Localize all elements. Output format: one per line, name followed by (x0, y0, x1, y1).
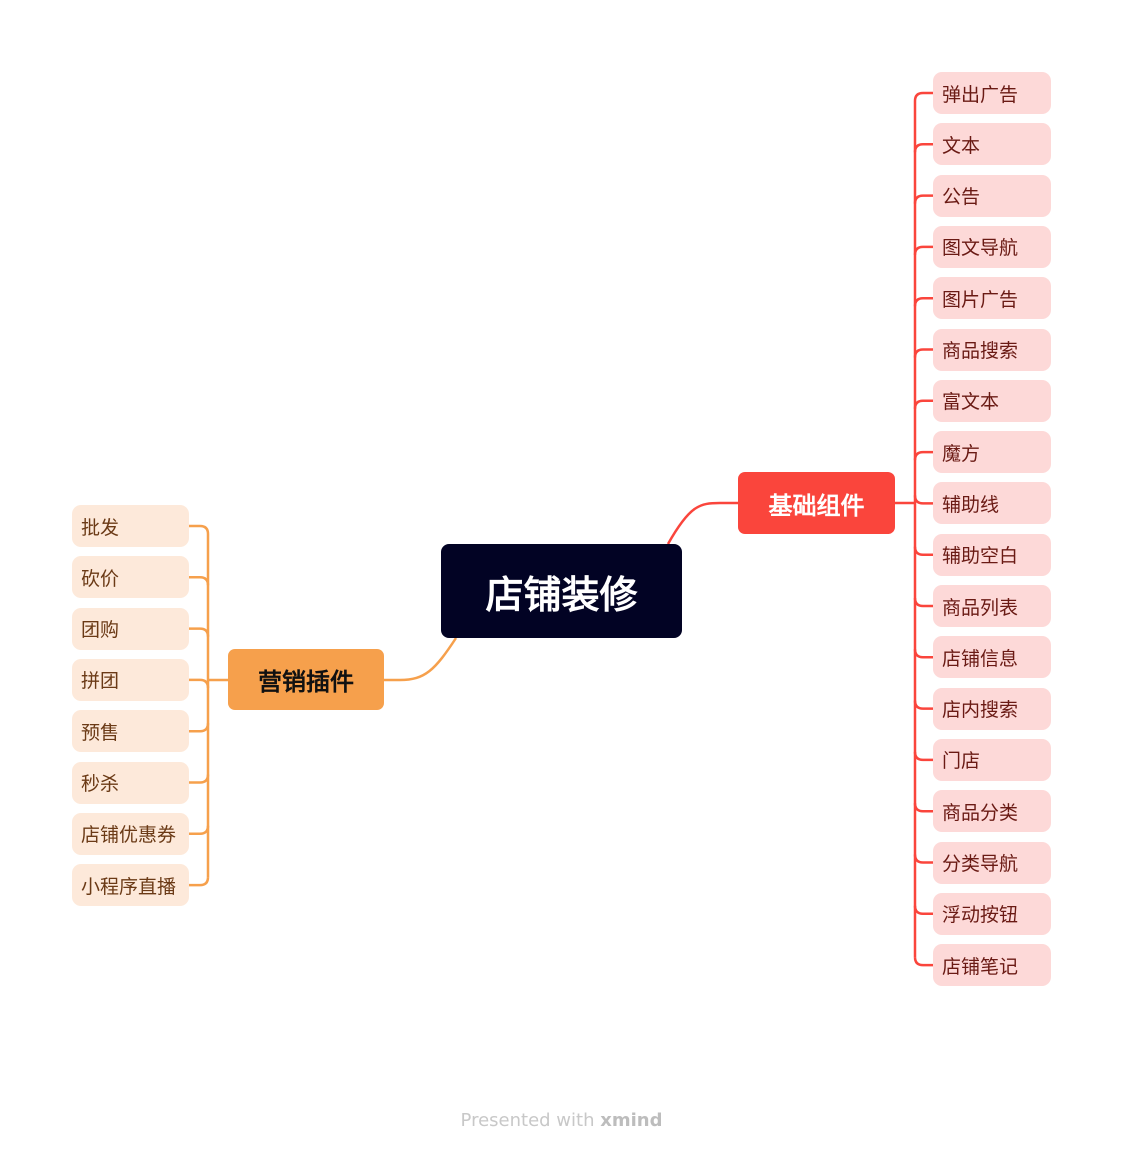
leaf-basic-item[interactable]: 文本 (933, 123, 1051, 166)
leaf-connector (189, 723, 210, 733)
leaf-connector (913, 143, 933, 153)
leaf-connector (189, 524, 210, 535)
leaf-basic-item[interactable]: 浮动按钮 (933, 892, 1051, 935)
root-to-basic-connector (666, 501, 738, 545)
leaf-connector (913, 649, 933, 659)
root-to-marketing-connector (384, 637, 458, 682)
leaf-connector (913, 399, 933, 409)
leaf-basic-item[interactable]: 分类导航 (933, 841, 1051, 884)
leaf-basic-item[interactable]: 店铺信息 (933, 636, 1051, 679)
leaf-marketing-item[interactable]: 秒杀 (72, 761, 189, 804)
root-topic[interactable]: 店铺装修 (441, 544, 682, 638)
footer-prefix: Presented with (460, 1110, 595, 1131)
leaf-basic-item[interactable]: 弹出广告 (933, 72, 1051, 114)
leaf-basic-item[interactable]: 图文导航 (933, 225, 1051, 268)
leaf-label: 店铺优惠券 (81, 824, 177, 847)
leaf-connector (913, 751, 933, 762)
leaf-basic-item[interactable]: 商品分类 (933, 790, 1051, 833)
leaf-label: 弹出广告 (942, 83, 1019, 106)
leaf-connector (913, 296, 933, 307)
leaf-basic-item[interactable]: 魔方 (933, 431, 1051, 474)
leaf-basic-item[interactable]: 公告 (933, 174, 1051, 217)
leaf-connector (913, 194, 933, 204)
leaf-connector (913, 245, 933, 255)
leaf-connector (913, 803, 933, 813)
leaf-label: 预售 (81, 721, 120, 744)
leaf-connector (189, 877, 210, 887)
leaf-label: 魔方 (942, 442, 981, 465)
branch-basic-components[interactable]: 基础组件 (738, 472, 895, 534)
leaf-connector (913, 450, 933, 461)
root-label: 店铺装修 (485, 572, 638, 617)
leaf-label: 团购 (81, 619, 120, 642)
leaf-label: 浮动按钮 (942, 904, 1019, 927)
leaf-connector (913, 91, 933, 102)
leaf-marketing-item[interactable]: 批发 (72, 505, 189, 547)
leaf-label: 商品列表 (942, 596, 1019, 619)
leaf-label: 辅助空白 (942, 545, 1019, 568)
leaf-label: 小程序直播 (81, 875, 177, 898)
leaf-marketing-item[interactable]: 店铺优惠券 (72, 812, 189, 855)
branch-label: 营销插件 (258, 668, 354, 696)
leaf-connector (913, 957, 933, 967)
leaf-basic-item[interactable]: 商品搜索 (933, 328, 1051, 371)
leaf-connector (913, 854, 933, 864)
leaf-basic-item[interactable]: 店内搜索 (933, 687, 1051, 730)
leaf-connector (913, 597, 933, 608)
leaf-label: 辅助线 (942, 493, 1000, 516)
leaf-label: 砍价 (81, 567, 120, 590)
xmind-logo: xmind (600, 1110, 663, 1131)
leaf-label: 店内搜索 (942, 699, 1019, 722)
leaf-basic-item[interactable]: 门店 (933, 738, 1051, 781)
leaf-label: 批发 (81, 516, 120, 539)
branch-marketing-plugins[interactable]: 营销插件 (228, 649, 384, 710)
branch-label: 基础组件 (768, 491, 865, 520)
leaf-basic-item[interactable]: 富文本 (933, 379, 1051, 422)
leaf-label: 图片广告 (942, 288, 1019, 311)
footer-credit: Presented with xmind (0, 1110, 1123, 1131)
leaf-marketing-item[interactable]: 小程序直播 (72, 864, 189, 907)
leaf-connector (189, 774, 210, 784)
leaf-connector (189, 678, 210, 688)
leaf-connector (913, 546, 933, 556)
leaf-label: 富文本 (942, 391, 1000, 414)
leaf-label: 商品分类 (942, 801, 1019, 824)
leaf-basic-item[interactable]: 图片广告 (933, 277, 1051, 320)
leaf-marketing-item[interactable]: 团购 (72, 607, 189, 650)
leaf-marketing-item[interactable]: 拼团 (72, 658, 189, 701)
leaf-connector (913, 905, 933, 916)
leaf-basic-item[interactable]: 店铺笔记 (933, 944, 1051, 987)
leaf-label: 秒杀 (81, 773, 120, 795)
leaf-marketing-item[interactable]: 预售 (72, 710, 189, 753)
leaf-label: 商品搜索 (942, 340, 1019, 362)
leaf-basic-item[interactable]: 辅助空白 (933, 533, 1051, 576)
leaf-label: 拼团 (81, 670, 120, 693)
leaf-label: 分类导航 (942, 853, 1019, 875)
leaf-basic-item[interactable]: 辅助线 (933, 482, 1051, 525)
leaf-connector (189, 627, 210, 637)
leaf-label: 公告 (942, 186, 981, 209)
leaf-label: 店铺信息 (942, 647, 1019, 670)
leaf-connector (913, 700, 933, 710)
leaf-connector (913, 495, 933, 505)
leaf-label: 门店 (942, 750, 981, 773)
leaf-basic-item[interactable]: 商品列表 (933, 585, 1051, 627)
leaf-marketing-item[interactable]: 砍价 (72, 556, 189, 599)
leaf-label: 图文导航 (942, 237, 1019, 260)
leaf-connector (189, 576, 210, 586)
leaf-label: 文本 (942, 134, 981, 157)
leaf-connector (189, 825, 210, 836)
leaf-label: 店铺笔记 (942, 955, 1019, 978)
leaf-connector (913, 348, 933, 358)
